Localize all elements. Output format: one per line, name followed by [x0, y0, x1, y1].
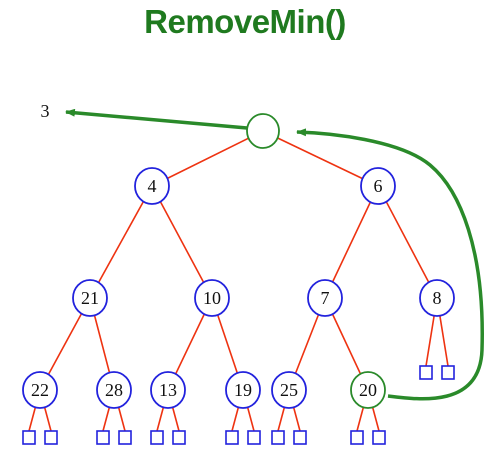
heap-node-7: 7	[307, 279, 343, 317]
empty-leaf-n20-1	[372, 430, 386, 445]
node-value: 21	[81, 288, 99, 308]
node-circle	[22, 371, 58, 409]
arrows-layer	[65, 108, 484, 401]
node-value: 19	[234, 380, 252, 400]
node-circle	[271, 371, 307, 409]
empty-leaf-n19-0	[225, 430, 239, 445]
heap-node-empty-root	[246, 113, 280, 149]
heap-node-28: 28	[96, 371, 132, 409]
node-circle	[419, 279, 455, 317]
move-last-to-root-arrow	[296, 128, 484, 401]
node-circle	[360, 167, 396, 205]
empty-leaf-n20-0	[350, 430, 364, 445]
node-circle	[307, 279, 343, 317]
heap-node-22: 22	[22, 371, 58, 409]
slide-title: RemoveMin()	[144, 3, 346, 40]
heap-node-13: 13	[150, 371, 186, 409]
node-value: 22	[31, 380, 49, 400]
node-circle	[225, 371, 261, 409]
empty-leaf-n28-0	[96, 430, 110, 445]
empty-leaf-n13-0	[150, 430, 164, 445]
node-circle	[150, 371, 186, 409]
node-value: 6	[374, 176, 383, 196]
node-value: 10	[203, 288, 221, 308]
heap-node-6: 6	[360, 167, 396, 205]
empty-leaf-n22-1	[44, 430, 58, 445]
node-value: 13	[159, 380, 177, 400]
removed-min-arrow	[65, 108, 248, 130]
node-circle	[194, 279, 230, 317]
node-circle	[350, 371, 386, 409]
empty-leaf-n19-1	[247, 430, 261, 445]
heap-node-21: 21	[72, 279, 108, 317]
nodes-layer: 4 6 21 10 7 8 22 28 13 19 25 20	[22, 113, 455, 409]
heap-node-10: 10	[194, 279, 230, 317]
node-circle	[72, 279, 108, 317]
heap-node-4: 4	[134, 167, 170, 205]
edge-n6-n7	[324, 185, 379, 299]
edge-n6-n8	[377, 185, 438, 299]
node-value: 20	[359, 380, 377, 400]
empty-leaf-n22-0	[22, 430, 36, 445]
node-value: 28	[105, 380, 123, 400]
heap-node-8: 8	[419, 279, 455, 317]
node-value: 25	[280, 380, 298, 400]
empty-leaf-n8-0	[419, 365, 433, 380]
empty-leaf-n8-1	[441, 365, 455, 380]
node-value: 8	[433, 288, 442, 308]
empty-leaf-n25-0	[271, 430, 285, 445]
edge-n4-n21	[89, 185, 153, 299]
heap-node-25: 25	[271, 371, 307, 409]
node-value: 4	[148, 176, 157, 196]
empty-leaf-n25-1	[293, 430, 307, 445]
edge-root-n6	[262, 130, 379, 187]
empty-leaf-n13-1	[172, 430, 186, 445]
node-circle	[134, 167, 170, 205]
node-circle	[246, 113, 280, 149]
removed-min-value: 3	[41, 101, 50, 121]
edge-root-n4	[151, 130, 264, 187]
node-value: 7	[321, 288, 330, 308]
heap-node-20: 20	[350, 371, 386, 409]
empty-leaf-n28-1	[118, 430, 132, 445]
node-circle	[96, 371, 132, 409]
heap-node-19: 19	[225, 371, 261, 409]
edge-n4-n10	[151, 185, 213, 299]
leaves-layer	[22, 297, 455, 445]
